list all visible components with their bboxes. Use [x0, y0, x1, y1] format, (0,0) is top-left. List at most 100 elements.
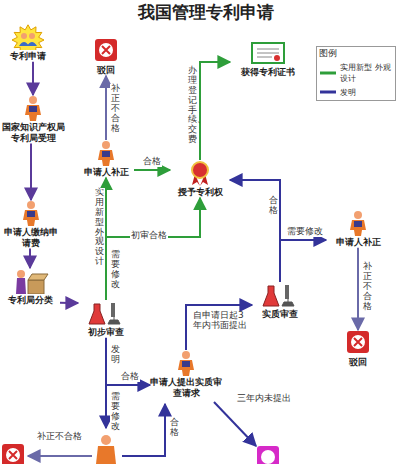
person-body: [96, 446, 116, 464]
node-icon: [86, 140, 126, 166]
node-icon: [260, 282, 300, 308]
process-node: 专利局分类: [0, 268, 60, 306]
legend-box: 图例实用新型 外观设计发明: [316, 46, 396, 101]
node-text: 申请人补正: [78, 167, 134, 178]
edge-label: 办理登记手续、交费: [187, 66, 198, 145]
flow-line: [105, 385, 107, 428]
flow-arrow: [106, 338, 150, 385]
node-icon: [86, 38, 126, 64]
edge-label: 初审合格: [130, 231, 168, 241]
node-text: 驳回: [334, 357, 382, 368]
legend-swatch: [319, 69, 337, 77]
edge-label: 自申请日起3年内书面提出: [192, 311, 250, 331]
node-text: 国家知识产权局 专利局受理: [0, 122, 66, 144]
node-icon: [13, 95, 53, 121]
reject-node: 驳回: [334, 330, 382, 368]
node-icon: [10, 268, 50, 294]
legend-row: 实用新型 外观设计: [319, 62, 393, 84]
node-text: 初步审查: [78, 327, 134, 338]
flow-label: 需要修改: [110, 392, 121, 432]
node-text: 专利局分类: [0, 295, 60, 306]
person-icon: [178, 351, 194, 376]
edge-label: 合格: [142, 157, 162, 167]
edge-label: 需要修改: [110, 250, 121, 290]
person-icon: [23, 201, 39, 226]
reject-symbol: [9, 451, 17, 459]
flow-arrow: [200, 62, 230, 160]
flow-arrow: [30, 144, 32, 200]
reject-symbol: [261, 450, 275, 464]
flow-label: 发明: [110, 345, 121, 365]
flow-line: [28, 455, 92, 457]
legend-swatch: [319, 88, 337, 96]
flow-line: [122, 404, 165, 456]
reject-node: 驳回: [86, 38, 126, 76]
box-icon: [16, 270, 48, 294]
star-icon: [12, 25, 44, 50]
node-text: 获得专利证书: [230, 67, 306, 78]
medal-icon: [192, 162, 208, 186]
reject-icon: [95, 39, 117, 61]
process-node: 获得专利证书: [230, 40, 306, 78]
reject-symbol: [2, 444, 24, 464]
legend-text: 实用新型 外观设计: [340, 62, 393, 84]
cert-icon: [252, 43, 284, 63]
edge-label: 需要修改: [286, 227, 324, 237]
legend-text: 发明: [340, 87, 356, 98]
legend-heading: 图例: [319, 49, 393, 59]
flow-arrow: [106, 198, 200, 300]
node-text: 授予专利权: [170, 187, 230, 198]
flow-label: 合格: [169, 418, 180, 438]
node-icon: [180, 160, 220, 186]
flow-label: 实用新型 外观设计: [94, 188, 105, 267]
node-text: 专利申请: [0, 51, 56, 62]
process-node: 申请人补正: [326, 210, 390, 248]
node-icon: [338, 330, 378, 356]
flow-arrow: [29, 249, 31, 268]
flow-line: [214, 402, 256, 446]
process-node: 国家知识产权局 专利局受理: [0, 95, 66, 144]
edge-label: 补正不合格: [110, 84, 121, 133]
reject-symbol: [257, 446, 279, 464]
node-icon: [338, 210, 378, 236]
flow-arrow: [280, 240, 326, 282]
flow-arrow: [60, 302, 78, 304]
flow-arrow: [32, 62, 34, 95]
person-icon: [350, 211, 366, 236]
node-icon: [248, 40, 288, 66]
flask-icon: [263, 285, 294, 306]
person-icon: [98, 141, 114, 166]
flow-arrow: [105, 76, 107, 140]
node-icon: [8, 24, 48, 50]
person-icon: [25, 96, 41, 121]
reject-icon: [347, 331, 369, 353]
legend-row: 发明: [319, 87, 393, 98]
person-head: [101, 435, 111, 445]
process-node: 申请人补正: [78, 140, 134, 178]
flow-arrow: [230, 180, 280, 282]
diagram-title: 我国管理专利申请: [138, 1, 274, 24]
node-text: 申请人补正: [326, 237, 390, 248]
node-text: 申请人提出实质审查请求: [150, 377, 222, 399]
flask-icon: [89, 303, 120, 324]
process-node: 申请人缴纳申请费: [0, 200, 62, 249]
process-node: 实质审查: [252, 282, 308, 320]
flow-label: 补正不合格: [36, 432, 83, 442]
node-icon: [86, 300, 126, 326]
flow-arrow: [134, 169, 170, 171]
flow-arrow: [186, 305, 252, 350]
edge-label: 补正不合格: [362, 262, 373, 311]
node-text: 驳回: [86, 65, 126, 76]
process-node: 授予专利权: [170, 160, 230, 198]
node-text: 申请人缴纳申请费: [0, 227, 62, 249]
process-node: 初步审查: [78, 300, 134, 338]
reject-symbol: [6, 448, 20, 462]
flow-label: 三年内未提出: [236, 394, 292, 404]
edge-label: 合格: [120, 372, 140, 382]
node-text: 实质审查: [252, 309, 308, 320]
node-icon: [166, 350, 206, 376]
process-node: 申请人提出实质审查请求: [150, 350, 222, 399]
node-icon: [11, 200, 51, 226]
edge-label: 合格: [268, 196, 279, 216]
